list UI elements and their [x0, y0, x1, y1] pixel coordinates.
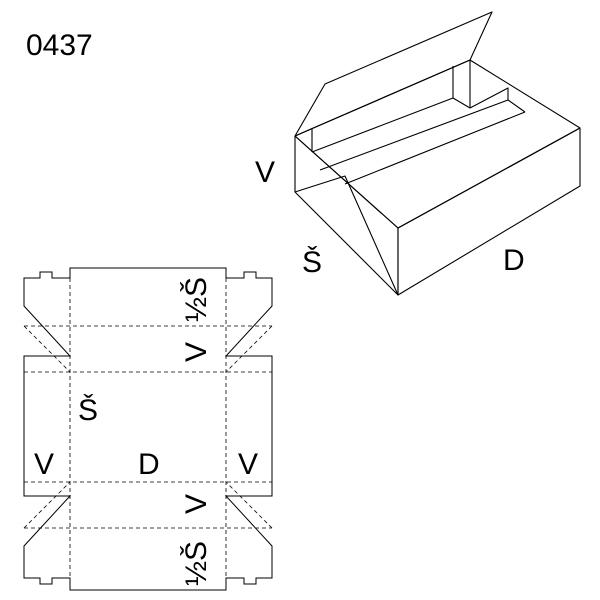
box-height-label: V [255, 156, 275, 189]
assembled-box-drawing [294, 11, 581, 296]
box-width-label: Š [302, 245, 322, 279]
net-length-label: D [138, 448, 160, 481]
box-top-rim [294, 59, 581, 229]
net-outline [23, 267, 273, 591]
flat-net-drawing [23, 267, 273, 591]
net-width-label: Š [78, 393, 98, 427]
gusset-top-left [23, 325, 71, 373]
net-half-width-top-label: ½Š [179, 277, 213, 322]
net-half-width-bottom-label: ½Š [179, 541, 213, 586]
box-length-label: D [503, 244, 525, 277]
inner-back-wall [311, 60, 509, 153]
long-side-face [397, 127, 581, 296]
gusset-bottom-right [225, 481, 273, 529]
gusset-bottom-left [23, 481, 71, 529]
net-height-bottom-lid-label: V [180, 494, 213, 514]
net-height-right-label: V [238, 448, 258, 481]
net-height-top-lid-label: V [180, 342, 213, 362]
end-flap [294, 175, 399, 296]
gusset-top-right [225, 325, 273, 373]
inner-partition [319, 99, 526, 185]
style-code: 0437 [26, 29, 93, 62]
net-height-left-label: V [34, 448, 54, 481]
